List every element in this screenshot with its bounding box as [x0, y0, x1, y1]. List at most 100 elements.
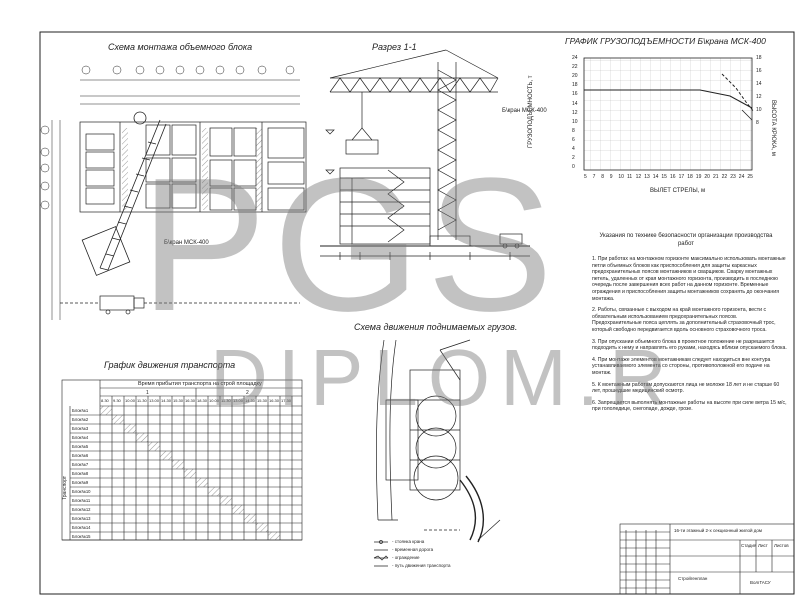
capacity-x-tick: 18 [687, 174, 693, 180]
capacity-y-tick: 0 [572, 164, 575, 171]
transport-time-slot: 15.30 [173, 398, 184, 403]
transport-time-slot: 13.00 [149, 398, 160, 403]
capacity-x-tick: 25 [747, 174, 753, 180]
transport-time-slot: 16.30 [185, 398, 196, 403]
transport-time-slot: 10.00 [209, 398, 220, 403]
capacity-x-tick: 21 [713, 174, 719, 180]
transport-graph [61, 379, 303, 541]
stamp-stage: Стадия [741, 543, 757, 548]
transport-time-slot: 11.30 [137, 398, 147, 403]
transport-time-slot: 16.30 [269, 398, 280, 403]
legend-item: - путь движения транспорта [392, 563, 451, 568]
transport-row-label: Блок№9 [72, 480, 89, 485]
capacity-right-tick: 16 [756, 68, 762, 74]
title-block [619, 523, 795, 595]
transport-group-1: 1 [146, 390, 149, 396]
capacity-x-tick: 5 [584, 174, 587, 180]
section-title: Разрез 1-1 [372, 42, 417, 52]
capacity-x-label: ВЫЛЕТ СТРЕЛЫ, м [650, 188, 706, 194]
transport-graph-title: График движения транспорта [104, 360, 236, 370]
capacity-x-tick: 17 [678, 174, 685, 180]
capacity-x-tick: 15 [661, 174, 667, 180]
capacity-x-tick: 19 [695, 174, 702, 180]
capacity-x-tick: 22 [721, 174, 728, 180]
capacity-x-tick: 11 [627, 174, 633, 180]
capacity-x-tick: 16 [670, 174, 676, 180]
block-installation-plan [40, 65, 307, 320]
transport-side-label: Транспорт [62, 475, 68, 500]
transport-group-2: 2 [246, 390, 249, 396]
transport-time-slot: 14.30 [161, 398, 172, 403]
capacity-y-tick: 24 [572, 55, 578, 61]
block-plan-title: Схема монтажа объемного блока [108, 42, 253, 52]
capacity-x-tick: 20 [704, 174, 710, 180]
stamp-sheets: Листов [774, 543, 789, 548]
capacity-y-tick: 6 [572, 136, 575, 143]
stamp-org: ВолгГАСУ [750, 580, 771, 585]
safety-note: 4. При монтаже элементов монтажникам сле… [592, 356, 771, 376]
capacity-right-tick: 12 [756, 94, 762, 100]
transport-time-slot: 10.00 [125, 398, 136, 403]
movement-scheme [373, 339, 501, 567]
transport-row-label: Блок№8 [72, 471, 89, 476]
transport-row-label: Блок№5 [72, 444, 89, 449]
capacity-x-tick: 9 [609, 174, 613, 180]
capacity-y-tick: 18 [572, 82, 578, 89]
transport-row-label: Блок№13 [72, 516, 91, 521]
transport-time-slot: 9.30 [113, 398, 121, 403]
sheet-frame [39, 31, 795, 595]
safety-note: 3. При опускании объемного блока в проек… [592, 338, 787, 352]
capacity-y-label: ГРУЗОПОДЪЕМНОСТЬ, т [528, 75, 534, 148]
transport-row-label: Блок№3 [72, 426, 89, 431]
capacity-y-tick: 20 [572, 73, 578, 80]
capacity-y-tick: 22 [572, 64, 578, 71]
capacity-x-tick: 10 [618, 174, 624, 180]
capacity-x-tick: 8 [601, 174, 604, 180]
stamp-project: 16-ти этажный 2-х секционный жилой дом [674, 528, 763, 533]
transport-row-label: Блок№11 [72, 498, 91, 503]
movement-legend [373, 540, 389, 567]
transport-time-slot: 13.00 [233, 398, 244, 403]
transport-time-slot: 17.30 [281, 398, 292, 403]
capacity-curve [584, 89, 753, 109]
transport-row-label: Блок№10 [72, 489, 91, 494]
capacity-right-tick: 18 [756, 55, 762, 61]
transport-time-slot: 11.30 [221, 398, 231, 403]
legend-item: - временная дорога [392, 547, 434, 552]
transport-row-label: Блок№1 [72, 408, 89, 413]
transport-row-label: Блок№15 [72, 534, 91, 539]
transport-row-label: Блок№14 [72, 525, 91, 530]
capacity-right-tick: 14 [756, 81, 762, 87]
transport-time-slot: 18.30 [197, 398, 208, 403]
safety-note: 2. Работы, связанные с выходом на край м… [592, 307, 776, 333]
capacity-graph-title: ГРАФИК ГРУЗОПОДЪЕМНОСТИ Б\крана МСК-400 [565, 36, 766, 46]
transport-row-label: Блок№7 [72, 462, 89, 467]
capacity-right-tick: 10 [756, 107, 762, 113]
transport-time-slot: 8.30 [101, 398, 109, 403]
transport-time-slot: 15.30 [257, 398, 268, 403]
capacity-y-tick: 14 [572, 100, 578, 107]
capacity-y-tick: 16 [572, 91, 578, 98]
transport-row-label: Блок№4 [72, 435, 89, 440]
transport-row-label: Блок№12 [72, 507, 91, 512]
stamp-sheet-desc: Стройгенплан [678, 576, 708, 581]
capacity-graph [583, 57, 755, 171]
capacity-y-tick: 8 [572, 127, 575, 134]
transport-row-label: Блок№2 [72, 417, 89, 422]
legend-item: - стоянка крана [392, 539, 425, 544]
capacity-x-tick: 24 [738, 174, 745, 180]
capacity-x-tick: 12 [635, 174, 642, 180]
transport-header: Время прибытия транспорта на строй площа… [138, 381, 262, 387]
capacity-x-tick: 7 [592, 174, 596, 180]
capacity-x-tick: 14 [652, 174, 659, 180]
capacity-y-tick: 2 [572, 155, 575, 162]
transport-time-slot: 14.30 [245, 398, 256, 403]
plan-crane-label: Б\кран МСК-400 [164, 240, 209, 246]
capacity-y-tick: 10 [572, 118, 578, 125]
safety-note: 5. К монтажным работам допускаются лица … [592, 381, 780, 395]
notes-heading: Указания по технике безопасности организ… [599, 233, 773, 247]
capacity-right-tick: 8 [756, 120, 759, 126]
legend-item: - ограждение [392, 555, 420, 560]
